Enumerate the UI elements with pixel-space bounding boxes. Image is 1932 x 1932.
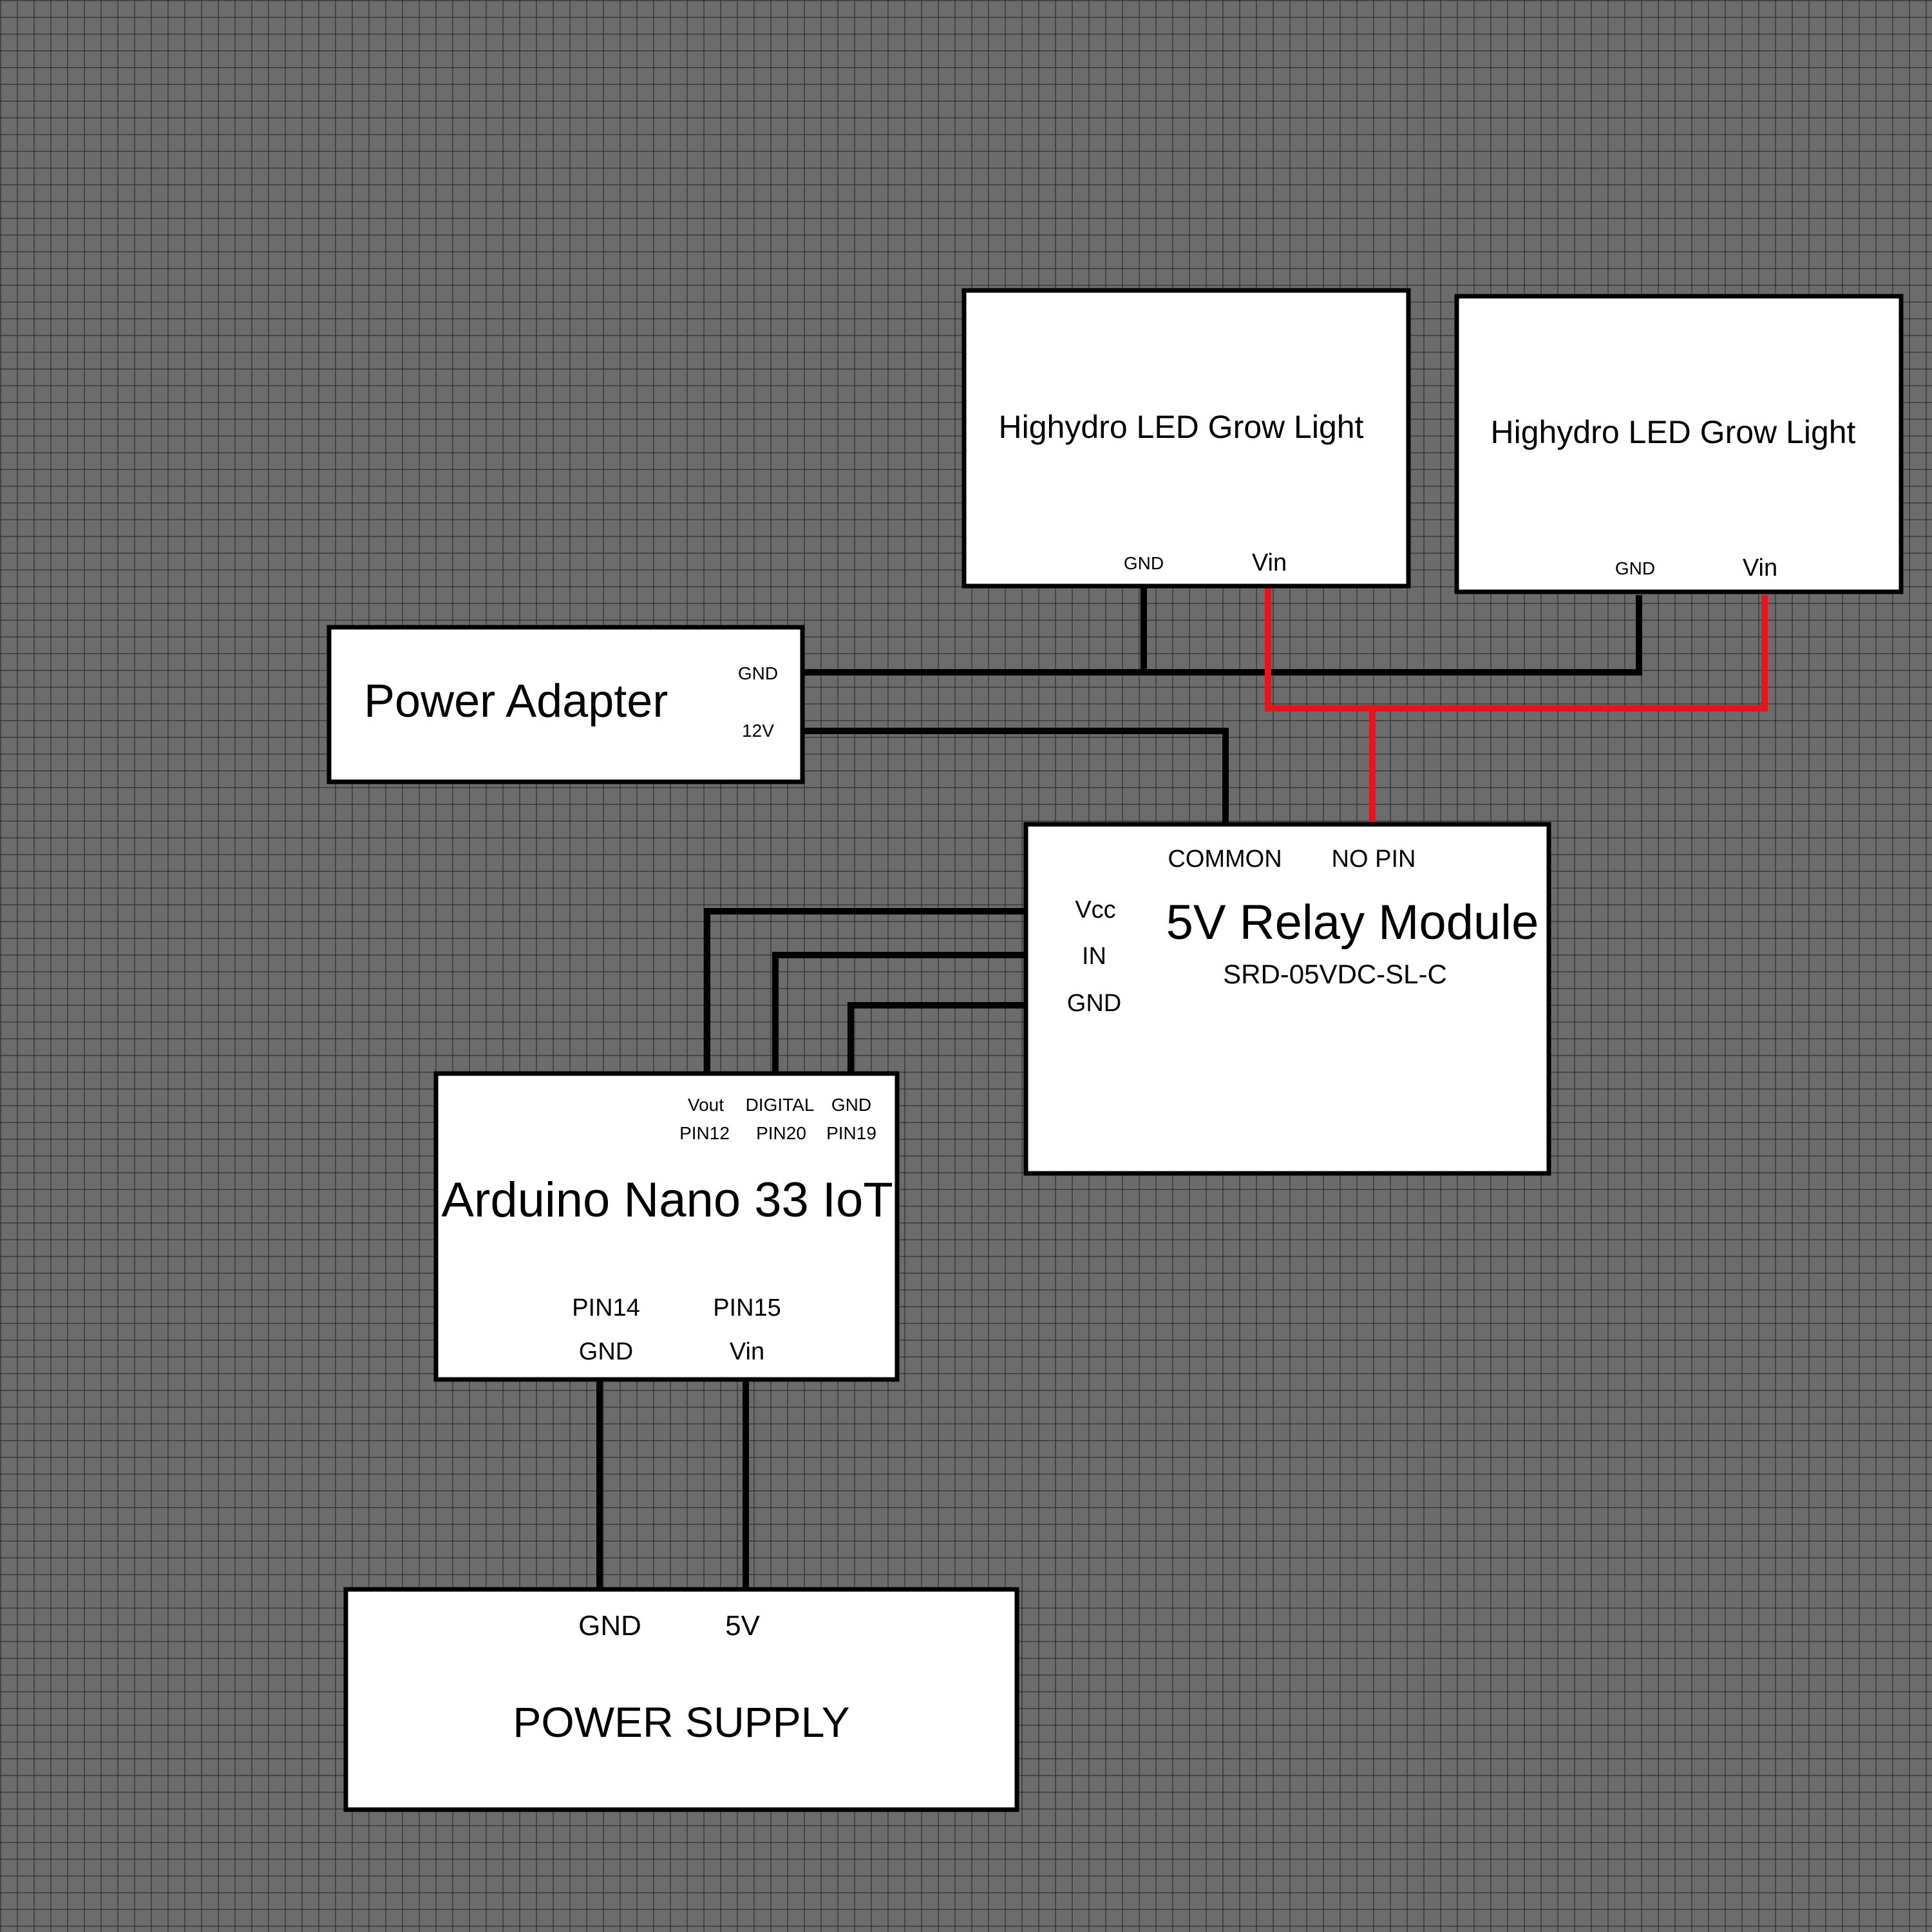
arduino-pin12-label: PIN12 <box>679 1123 730 1143</box>
relay-no-pin-label: NO PIN <box>1332 846 1416 873</box>
wire-adapter-gnd-bus <box>802 595 1642 676</box>
arduino-nano: Vout PIN12 DIGITAL PIN20 GND PIN19 Ardui… <box>433 1071 900 1382</box>
grow-light-1: Highydro LED Grow Light GND Vin <box>961 288 1411 589</box>
power-supply-title: POWER SUPPLY <box>513 1698 849 1746</box>
power-adapter-gnd-label: GND <box>738 663 778 683</box>
relay-common-label: COMMON <box>1168 846 1282 873</box>
arduino-vout-label: Vout <box>688 1095 724 1115</box>
arduino-title: Arduino Nano 33 IoT <box>441 1173 893 1227</box>
grow-light-1-gnd-label: GND <box>1124 553 1164 573</box>
relay-module: COMMON NO PIN Vcc IN GND 5V Relay Module… <box>1023 822 1551 1176</box>
wires <box>596 586 1768 1589</box>
wire-relay-gnd-arduino-gnd <box>848 1002 1026 1074</box>
power-adapter-12v-label: 12V <box>742 721 774 741</box>
grow-light-2-title: Highydro LED Grow Light <box>1491 414 1856 450</box>
relay-module-box <box>1023 822 1551 1176</box>
grow-light-2: Highydro LED Grow Light GND Vin <box>1454 294 1904 594</box>
power-adapter-box <box>327 625 805 784</box>
grow-light-2-vin-label: Vin <box>1743 554 1777 582</box>
grow-light-2-box <box>1454 294 1904 594</box>
grow-light-1-box <box>961 288 1411 589</box>
arduino-nano-box <box>433 1071 900 1382</box>
power-supply-box <box>343 1587 1019 1812</box>
arduino-pin20-label: PIN20 <box>756 1123 806 1143</box>
relay-in-label: IN <box>1082 943 1106 970</box>
arduino-pin15-label: PIN15 <box>713 1294 781 1321</box>
grow-light-1-title: Highydro LED Grow Light <box>999 409 1364 445</box>
power-supply: GND 5V POWER SUPPLY <box>343 1587 1019 1812</box>
wire-relay-in-arduino-digital <box>772 952 1026 1074</box>
grow-light-1-vin-label: Vin <box>1252 549 1287 576</box>
power-adapter: Power Adapter GND 12V <box>327 625 805 784</box>
arduino-gnd-top-label: GND <box>831 1095 871 1115</box>
power-supply-5v-label: 5V <box>725 1610 760 1642</box>
relay-model: SRD-05VDC-SL-C <box>1223 959 1447 989</box>
grow-light-2-gnd-label: GND <box>1615 558 1655 578</box>
arduino-pin14-label: PIN14 <box>572 1294 640 1321</box>
relay-title: 5V Relay Module <box>1166 895 1539 950</box>
wire-light1-vin <box>1265 586 1768 712</box>
arduino-gnd-bottom-label: GND <box>579 1338 633 1365</box>
power-adapter-title: Power Adapter <box>364 676 668 727</box>
wire-adapter-12v-relay-common <box>802 728 1229 823</box>
arduino-digital-label: DIGITAL <box>746 1095 815 1115</box>
arduino-vin-label: Vin <box>730 1338 764 1365</box>
arduino-pin19-label: PIN19 <box>826 1123 876 1143</box>
wire-relay-vcc-arduino-vout <box>704 908 1026 1074</box>
power-supply-gnd-label: GND <box>578 1610 641 1642</box>
relay-gnd-label: GND <box>1067 990 1121 1017</box>
relay-vcc-label: Vcc <box>1075 896 1115 923</box>
